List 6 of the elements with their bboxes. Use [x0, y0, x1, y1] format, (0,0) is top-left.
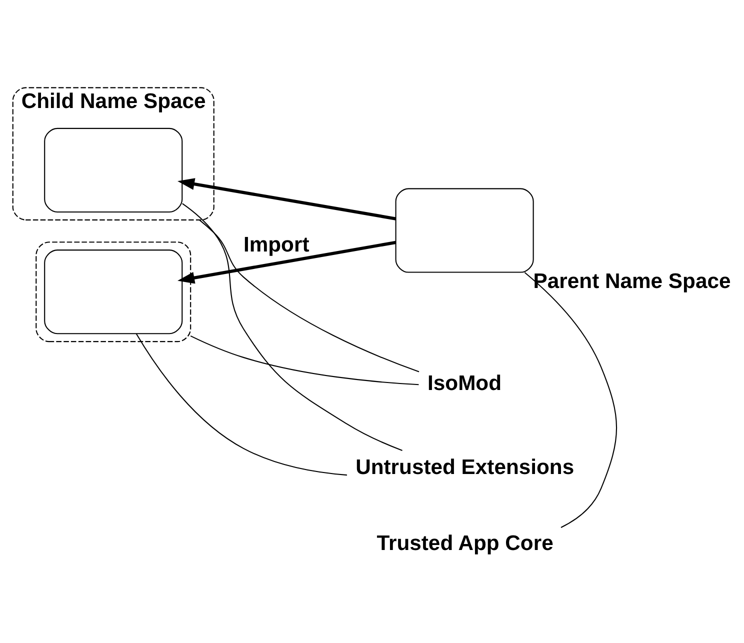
node-label: Parent Name Space — [533, 270, 731, 293]
node-label: Child Name Space — [21, 89, 206, 112]
node-text: Untrusted Extensions — [356, 455, 574, 478]
node-text: IsoMod — [428, 372, 502, 395]
node-text: Trusted App Core — [376, 531, 554, 554]
edge-label: Import — [243, 233, 310, 256]
